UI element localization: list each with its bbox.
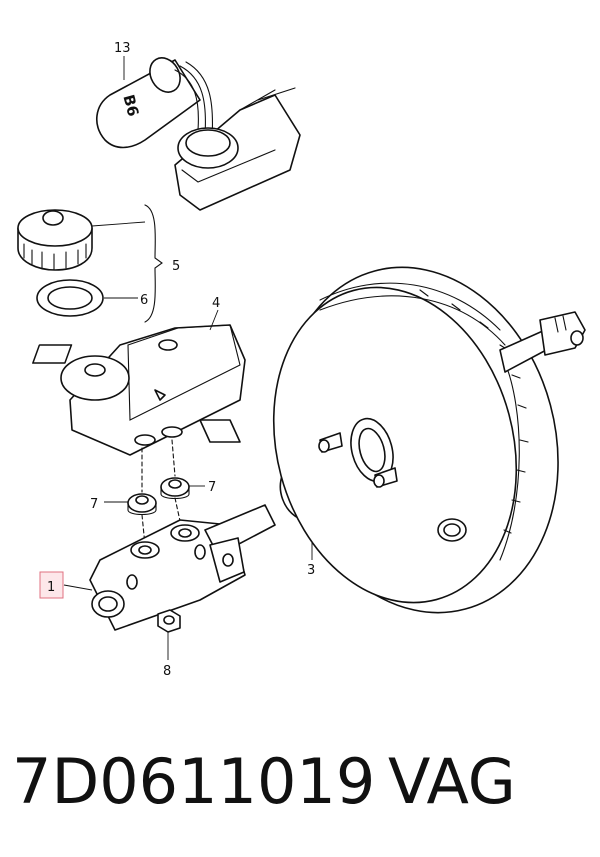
callout-1: 1 bbox=[47, 580, 55, 595]
reservoir-cap bbox=[17, 209, 93, 271]
cap-seal-ring bbox=[36, 279, 104, 317]
can-label: B6 bbox=[119, 93, 142, 119]
brake-booster bbox=[272, 266, 586, 614]
callout-1-highlight bbox=[39, 571, 64, 599]
callout-3: 3 bbox=[307, 563, 315, 578]
callout-8: 8 bbox=[163, 664, 171, 679]
grommet-right bbox=[160, 477, 190, 500]
callout-7-left: 7 bbox=[90, 497, 98, 512]
callout-4: 4 bbox=[212, 296, 220, 311]
callout-5: 5 bbox=[172, 259, 180, 274]
callout-13: 13 bbox=[114, 41, 131, 56]
mounting-nut bbox=[157, 609, 181, 633]
brand-name: VAG bbox=[388, 745, 516, 818]
part-number: 7D0611019 bbox=[12, 745, 376, 818]
master-cylinder bbox=[89, 504, 276, 631]
bracket-5 bbox=[144, 204, 163, 323]
fluid-reservoir-filler bbox=[174, 87, 301, 211]
fluid-reservoir bbox=[32, 324, 246, 456]
brake-master-cylinder-diagram: B6 bbox=[17, 41, 586, 679]
footer: 7D0611019 VAG bbox=[0, 745, 600, 845]
grommet-left bbox=[127, 493, 157, 516]
callout-6: 6 bbox=[140, 293, 148, 308]
brake-fluid-can: B6 bbox=[96, 57, 214, 149]
callout-7-right: 7 bbox=[208, 480, 216, 495]
